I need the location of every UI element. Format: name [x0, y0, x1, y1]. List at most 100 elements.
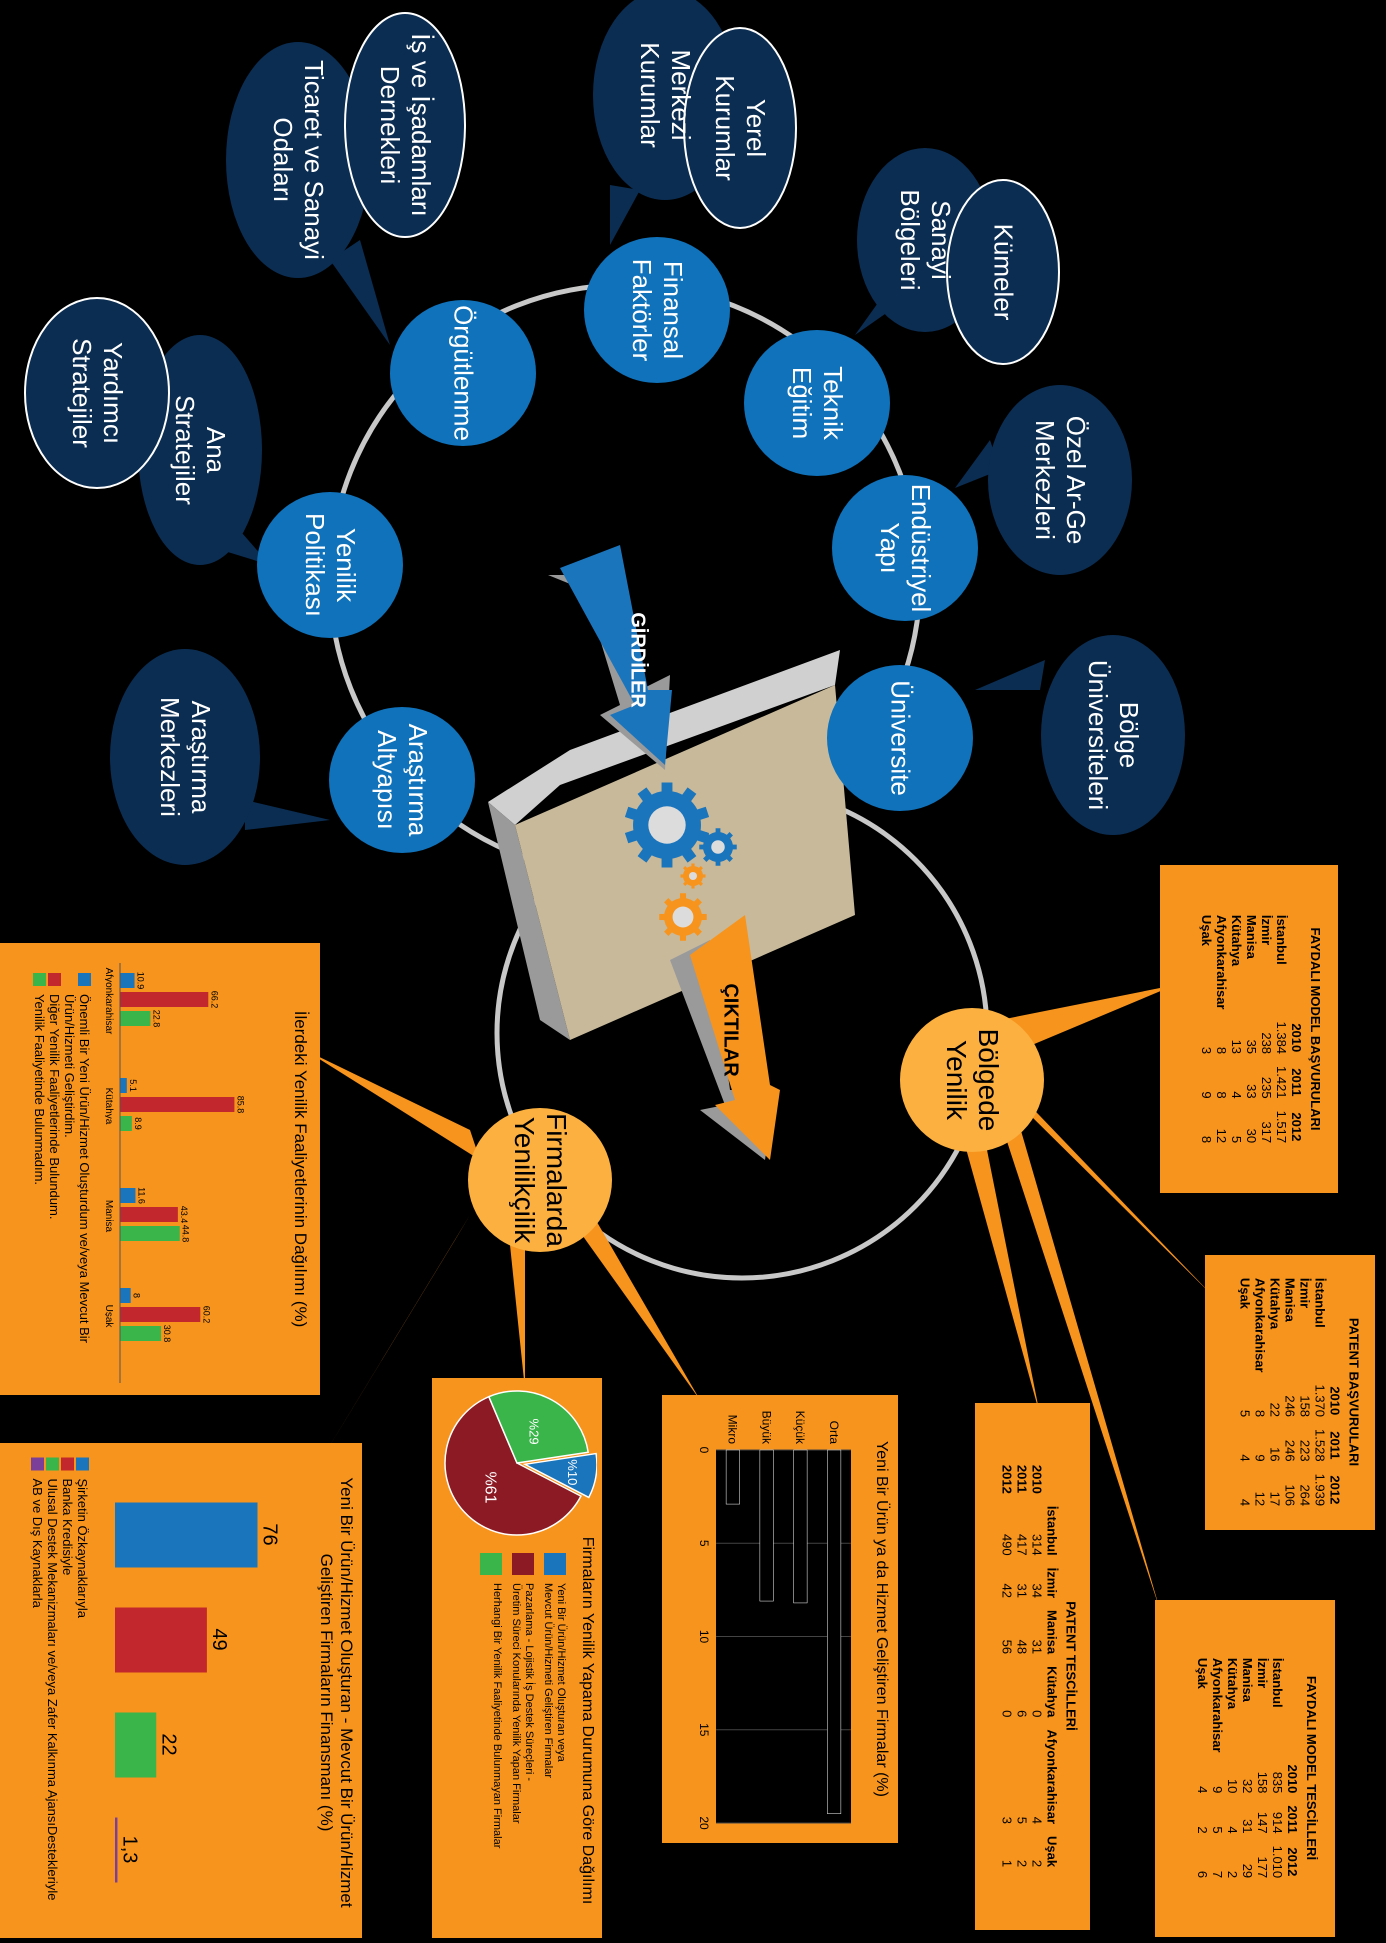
table-cell: 158	[1255, 1771, 1270, 1794]
table-cell: 1.517	[1274, 1110, 1289, 1144]
table-cell: 12	[1214, 1128, 1229, 1144]
table-cell: 246	[1282, 1395, 1298, 1418]
table-cell: 147	[1255, 1811, 1270, 1834]
bar	[119, 1011, 151, 1026]
bubble-tail	[245, 800, 330, 830]
bubble-merkezi-kurumlar-label: Merkezi Kurumlar	[635, 42, 696, 148]
legend-label: Banka Kredisiyle	[60, 1478, 75, 1576]
bubble	[226, 42, 370, 278]
table-cell: 31	[1014, 1583, 1030, 1598]
table-cell: 4	[1029, 1816, 1045, 1825]
table-cell: 4	[1237, 1498, 1253, 1507]
chart-title: Firmaların Yenilik Yapama Durumuna Göre …	[579, 1536, 596, 1905]
table-cell: 5	[1237, 1409, 1253, 1418]
bar	[115, 1502, 258, 1568]
table-cell: 2	[1014, 1859, 1030, 1868]
legend-item: Banka Kredisiyle	[60, 1457, 75, 1928]
table-cell: 2	[1225, 1870, 1240, 1879]
bar-value-label: 43.4	[179, 1206, 189, 1224]
table-cell: 31	[1029, 1639, 1045, 1655]
table-cell: 1	[999, 1859, 1015, 1868]
bubble-tail	[975, 660, 1045, 690]
pie-slice	[522, 1452, 597, 1499]
bar-value-label: 30.8	[162, 1325, 172, 1343]
legend-label: Yenilik Faaliyetinde Bulunmadım.	[32, 994, 47, 1186]
gear	[624, 782, 710, 868]
bar-value-label: 22	[157, 1733, 179, 1755]
bar-value-label: 22.8	[151, 1010, 161, 1028]
inputs-arrow	[560, 545, 672, 765]
table-cell: 317	[1259, 1121, 1274, 1144]
legend-item: Herhangi Bir Yenilik Faaliyetinde Bulunm…	[480, 1553, 503, 1933]
tick-label: 20	[697, 1816, 711, 1830]
node-endustriyel-yapi-label: Endüstriyel Yapı	[875, 483, 936, 613]
legend-label: Pazarlama - Lojistik İş Destek Süreçleri…	[510, 1583, 535, 1824]
table-cell: 9	[1252, 1454, 1268, 1462]
bar-value-label: 66.2	[209, 991, 219, 1009]
pie-slice	[487, 1390, 590, 1464]
table-cell: 2	[1195, 1826, 1210, 1834]
table-cell: 0	[999, 1710, 1015, 1718]
table-cell: 2	[1029, 1859, 1045, 1868]
table-title: FAYDALI MODEL BAŞVURULARI	[1308, 927, 1323, 1131]
table-header-cell: İzmir	[1044, 1567, 1060, 1598]
table-cell: 8	[1214, 1091, 1229, 1099]
bubble-tail	[955, 440, 1000, 488]
gear-hole	[648, 806, 686, 844]
legend-swatch	[31, 1457, 44, 1471]
node-arastirma-altyapisi-label: Araştırma Altyapısı	[372, 723, 433, 837]
gear	[659, 893, 707, 941]
outputs-arrow	[690, 915, 780, 1160]
table-cell: 33	[1244, 1084, 1259, 1099]
table-header-cell: 2012	[1289, 1112, 1304, 1142]
legend-label: Şirketin Özkaynaklarıyla	[75, 1478, 90, 1618]
legend-swatch	[46, 1457, 59, 1471]
table-header-cell: Manisa	[1044, 1610, 1060, 1655]
bubble	[988, 385, 1132, 575]
table-cell: 1.010	[1270, 1845, 1285, 1879]
bubble-sanayi-bolgeleri-label: Sanayi Bölgeleri	[895, 189, 956, 291]
flow-arrows	[548, 545, 780, 1160]
bar	[115, 1712, 157, 1778]
table-cell: 4	[1225, 1826, 1240, 1834]
chart-ilerdeki-wrap: İlerdeki Yenilik Faaliyetlerinin Dağılım…	[0, 943, 320, 1395]
panel-firma-buyuklugu: Yeni Bir Ürün ya da Hizmet Geliştiren Fi…	[662, 1395, 898, 1843]
bubble-yardimci-stratejiler-label: Yardımcı Stratejiler	[67, 338, 128, 448]
table-cell: 42	[999, 1583, 1015, 1598]
table-cell: 314	[1029, 1533, 1045, 1556]
table-cell: 7	[1210, 1870, 1225, 1879]
table-cell: 17	[1267, 1491, 1283, 1507]
bar-value-label: 49	[208, 1628, 230, 1650]
table-cell: Kütahya	[1267, 1277, 1283, 1330]
table-cell: 835	[1270, 1771, 1285, 1794]
bubbles	[24, 0, 1185, 865]
input-node	[390, 300, 536, 446]
table-cell: 914	[1270, 1811, 1285, 1834]
table-cell: 4	[1195, 1786, 1210, 1794]
category-label: Uşak	[105, 1305, 114, 1329]
table-header-cell	[1285, 1652, 1300, 1759]
table-cell: Kütahya	[1225, 1657, 1240, 1710]
table-header-cell: Uşak	[1044, 1836, 1060, 1868]
table-cell: 106	[1282, 1484, 1298, 1507]
